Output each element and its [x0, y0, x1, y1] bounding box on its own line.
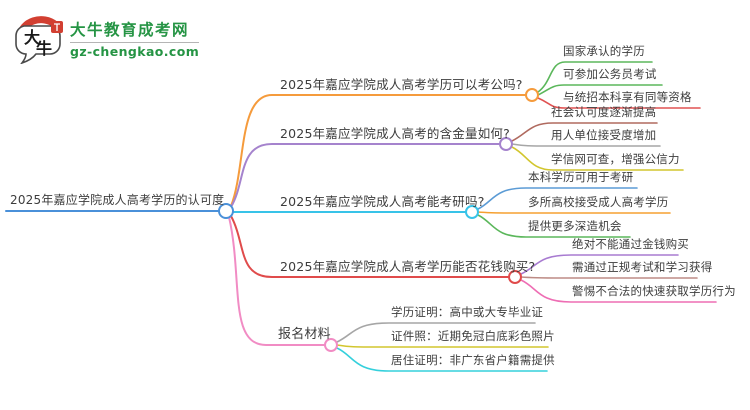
- site-logo: 大 牛 大牛教育成考网 gz-chengkao.com: [12, 12, 200, 64]
- branch-2-child-2-connector: [511, 143, 661, 147]
- branch-5-child-1-connector: [336, 322, 536, 343]
- logo-char-niu: 牛: [36, 39, 52, 58]
- branch-2-child-1-label: 社会认可度逐渐提高: [551, 105, 657, 119]
- logo-char-da: 大: [24, 28, 40, 47]
- logo-domain: gz-chengkao.com: [70, 43, 200, 59]
- branch-4-child-3-label: 警惕不合法的快速获取学历行为: [572, 284, 736, 298]
- branch-3-label: 2025年嘉应学院成人高考能考研吗?: [280, 194, 485, 209]
- logo-text-block: 大牛教育成考网 gz-chengkao.com: [70, 18, 200, 59]
- branch-1-child-1-label: 国家承认的学历: [563, 44, 645, 58]
- logo-bubble-shape: [15, 25, 61, 64]
- branch-5-child-2-connector: [336, 344, 549, 348]
- branch-1-node-circle: [525, 88, 539, 102]
- branch-4-child-1-connector: [520, 254, 679, 275]
- branch-4-child-2-label: 需通过正规考试和学习获得: [572, 260, 713, 274]
- branch-5-node-circle: [324, 338, 338, 352]
- branch-3-child-1-label: 本科学历可用于考研: [528, 170, 634, 184]
- branch-1-connector: [230, 94, 526, 207]
- branch-4-node-circle: [508, 270, 522, 284]
- branch-2-node-circle: [499, 137, 513, 151]
- branch-2-connector: [230, 143, 500, 208]
- branch-3-child-2-label: 多所高校接受成人高考学历: [528, 195, 669, 209]
- branch-3-child-2-connector: [477, 211, 671, 214]
- root-node-circle: [218, 203, 234, 219]
- branch-1-child-3-connector: [537, 97, 701, 109]
- logo-seal-mark: [54, 23, 60, 31]
- logo-brand-name: 大牛教育成考网: [70, 20, 190, 39]
- branch-2-child-2-label: 用人单位接受度增加: [551, 128, 657, 142]
- branch-2-label: 2025年嘉应学院成人高考的含金量如何?: [280, 126, 510, 141]
- branch-3-child-3-connector: [477, 214, 631, 238]
- branch-3-child-3-label: 提供更多深造机会: [528, 219, 622, 233]
- branch-5-child-2-label: 证件照：近期免冠白底彩色照片: [391, 329, 555, 343]
- branch-5-child-1-label: 学历证明：高中或大专毕业证: [391, 305, 544, 319]
- branch-4-child-2-connector: [520, 276, 698, 279]
- daniu-speech-bubble-icon: 大 牛: [15, 16, 63, 64]
- branch-3-node-circle: [465, 205, 479, 219]
- logo-divider: [70, 41, 200, 43]
- branch-5-connector: [228, 216, 326, 346]
- branch-5-child-3-label: 居住证明：非广东省户籍需提供: [391, 353, 555, 367]
- branch-2-child-1-connector: [511, 122, 658, 142]
- branch-4-label: 2025年嘉应学院成人高考学历能否花钱购买?: [280, 259, 536, 274]
- branch-4-connector: [230, 215, 509, 278]
- branch-4-child-3-connector: [520, 279, 717, 303]
- root-topic-label: 2025年嘉应学院成人高考学历的认可度: [10, 193, 225, 207]
- branch-3-child-1-connector: [477, 187, 638, 210]
- branch-5-child-3-connector: [336, 347, 548, 372]
- branch-4-child-1-label: 绝对不能通过金钱购买: [572, 237, 689, 251]
- branch-1-label: 2025年嘉应学院成人高考学历可以考公吗?: [280, 77, 523, 92]
- branch-1-child-1-connector: [537, 61, 653, 93]
- branch-2-child-3-label: 学信网可查，增强公信力: [551, 152, 680, 166]
- branch-5-label: 报名材料: [278, 327, 331, 342]
- branch-1-child-2-label: 可参加公务员考试: [563, 67, 657, 81]
- branch-1-child-2-connector: [537, 84, 663, 96]
- branch-1-child-3-label: 与统招本科享有同等资格: [563, 90, 692, 104]
- branch-2-child-3-connector: [511, 146, 684, 171]
